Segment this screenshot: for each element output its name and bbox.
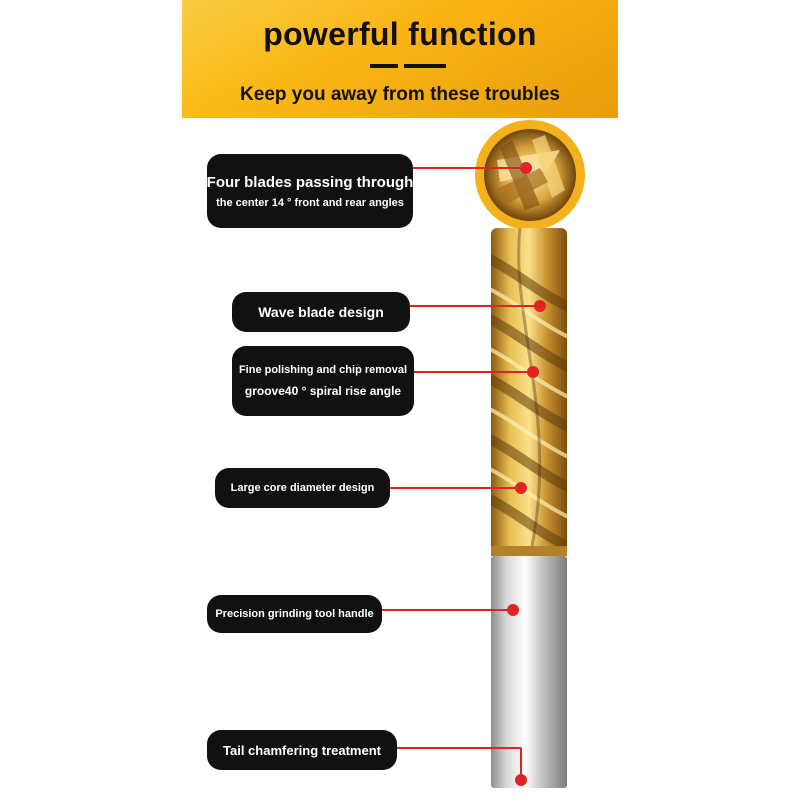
banner-shading: [182, 0, 618, 118]
callout-chip-removal: Fine polishing and chip removal groove40…: [232, 346, 414, 416]
callout-four-blades: Four blades passing through the center 1…: [207, 154, 413, 228]
callout-tail-chamfer: Tail chamfering treatment: [207, 730, 397, 770]
page-subtitle: Keep you away from these troubles: [240, 84, 560, 105]
callout-core-diameter: Large core diameter design: [215, 468, 390, 508]
title-dash-left: [370, 64, 398, 68]
page-title: powerful function: [263, 16, 537, 52]
fluted-cutter: [491, 228, 567, 556]
callout-wave-blade-line1: Wave blade design: [258, 304, 384, 320]
callout-core-diameter-line1: Large core diameter design: [230, 482, 375, 494]
callout-tail-chamfer-line1: Tail chamfering treatment: [223, 742, 381, 758]
pointer-lines: [381, 162, 546, 786]
tip-closeup: [475, 120, 585, 230]
tool-shank: [491, 556, 567, 788]
callout-grinding-handle: Precision grinding tool handle: [207, 595, 382, 633]
title-dash-right: [404, 64, 446, 68]
callout-chip-removal-line1: Fine polishing and chip removal: [238, 364, 408, 376]
callout-four-blades-line2: the center 14 ° front and rear angles: [216, 196, 404, 209]
callout-four-blades-line1: Four blades passing through: [206, 173, 414, 191]
callout-wave-blade: Wave blade design: [232, 292, 410, 332]
header-banner: powerful function Keep you away from the…: [182, 0, 618, 118]
callout-grinding-handle-line1: Precision grinding tool handle: [215, 608, 374, 620]
callout-chip-removal-line2: groove40 ° spiral rise angle: [244, 384, 402, 398]
